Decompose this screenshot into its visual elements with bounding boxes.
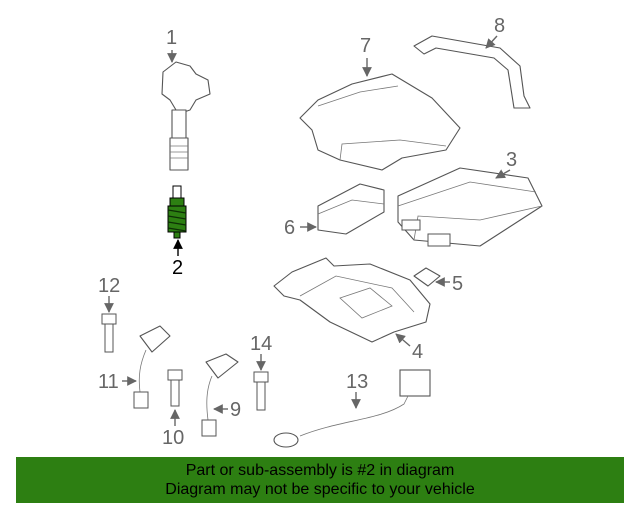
callout-9: 9 (230, 399, 241, 421)
callout-13: 13 (346, 371, 368, 393)
part-7-cover-plate[interactable] (299, 73, 461, 171)
leader-8 (485, 35, 498, 49)
part-1-ignition-coil[interactable] (161, 61, 211, 171)
callout-8: 8 (494, 15, 505, 37)
notice-line-2: Diagram may not be specific to your vehi… (165, 481, 475, 498)
part-6-module[interactable] (317, 183, 385, 235)
callout-12: 12 (98, 275, 120, 297)
part-3-control-module[interactable] (397, 167, 543, 247)
part-5-pad[interactable] (413, 267, 441, 287)
diagram-notice-banner: Part or sub-assembly is #2 in diagram Di… (16, 457, 624, 503)
part-4-mounting-tray[interactable] (273, 257, 431, 343)
callout-14: 14 (250, 333, 272, 355)
notice-line-1: Part or sub-assembly is #2 in diagram (185, 462, 455, 479)
callout-6: 6 (284, 217, 295, 239)
part-13-knock-sensor[interactable] (273, 369, 431, 448)
callout-1: 1 (166, 27, 177, 49)
leader-3 (495, 169, 511, 179)
callout-10: 10 (162, 427, 184, 449)
callout-5: 5 (452, 273, 463, 295)
part-14-bolt[interactable] (253, 371, 269, 411)
part-11-sensor[interactable] (133, 325, 171, 409)
callout-4: 4 (412, 341, 423, 363)
callout-11: 11 (98, 371, 119, 393)
leader-4 (395, 333, 411, 347)
callout-2: 2 (172, 257, 183, 279)
part-10-bolt[interactable] (167, 369, 183, 407)
part-12-bolt[interactable] (101, 313, 117, 353)
part-2-spark-plug[interactable] (167, 185, 187, 239)
part-9-sensor[interactable] (201, 353, 239, 437)
callout-7: 7 (360, 35, 371, 57)
callout-3: 3 (506, 149, 517, 171)
